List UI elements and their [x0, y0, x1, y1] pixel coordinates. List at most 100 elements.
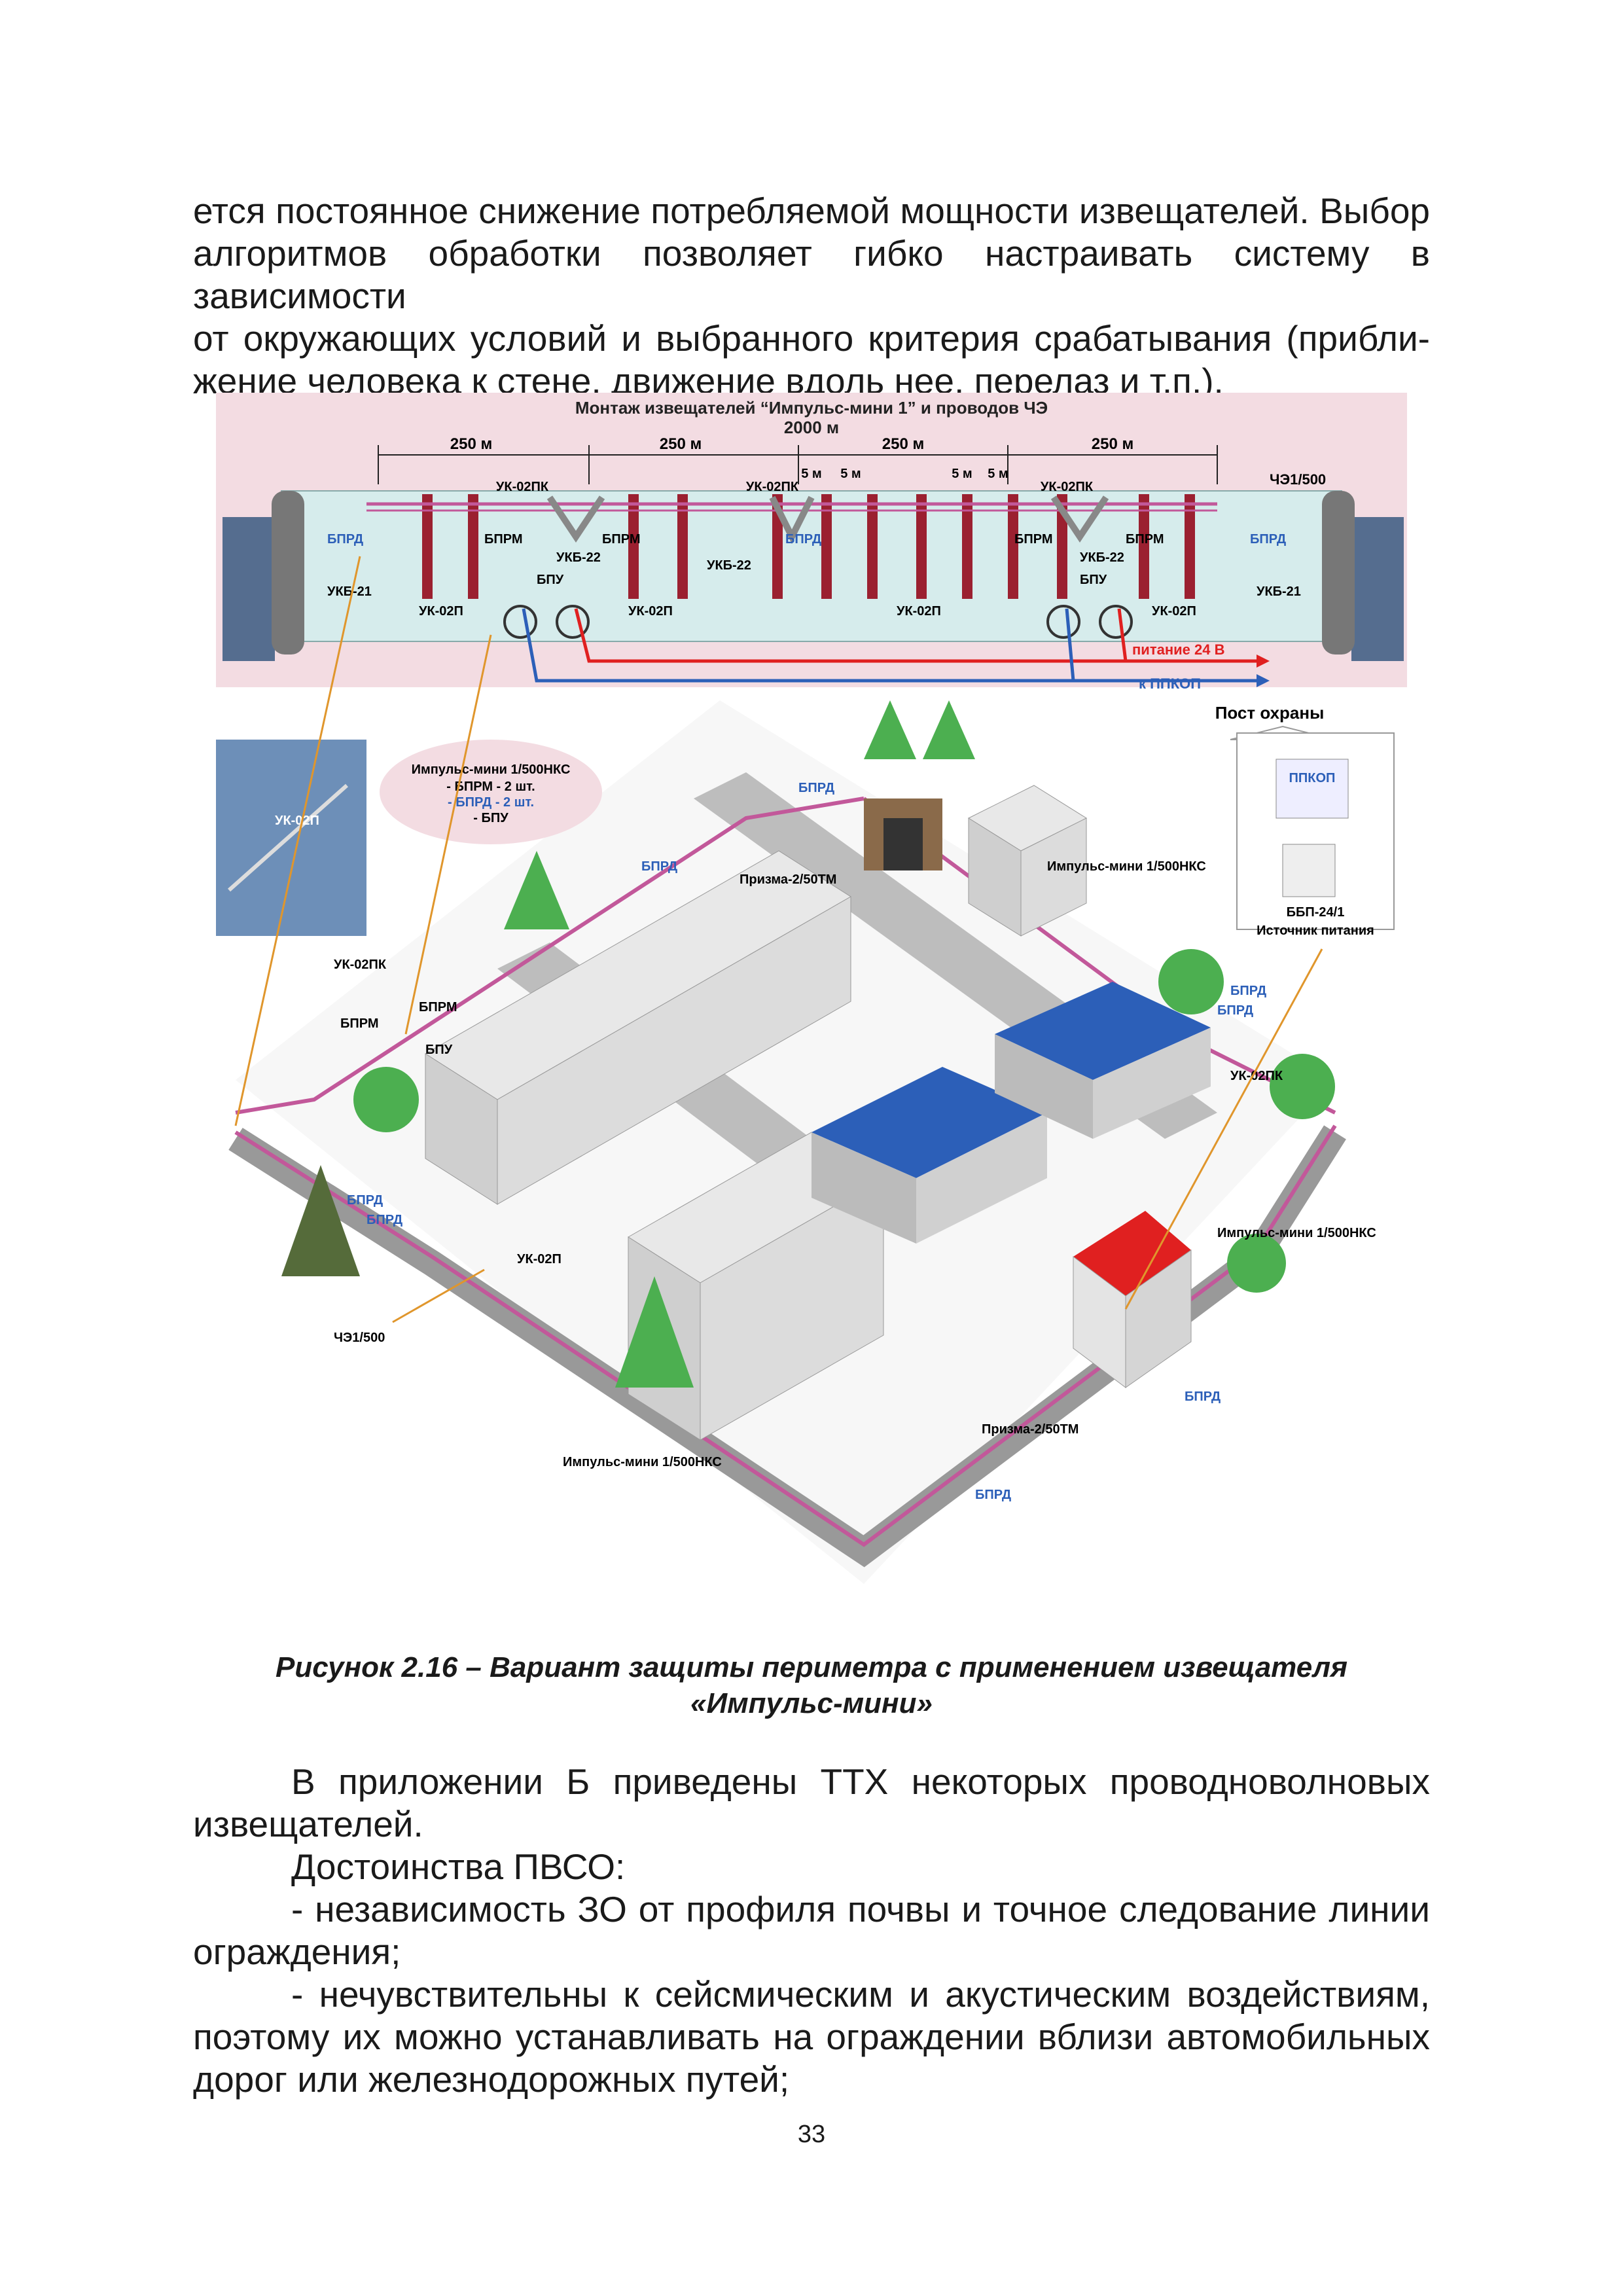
prizma-label: Призма-2/50ТМ	[982, 1422, 1079, 1437]
uk02pk-label: УК-02ПК	[1230, 1069, 1283, 1083]
text-line: от окружающих условий и выбранного крите…	[193, 318, 1430, 359]
bprm-label: БПРМ	[1126, 532, 1164, 547]
bprd-label: БПРД	[641, 859, 677, 874]
uk02p-label: УК-02П	[628, 604, 673, 619]
ppkop-link-label: к ППКОП	[1139, 675, 1201, 692]
spacing-label: 5 м	[840, 467, 861, 481]
kit-item: - БПРМ - 2 шт.	[446, 780, 535, 794]
ppkop-label: ППКОП	[1289, 771, 1336, 785]
bprd-label: БПРД	[1217, 1003, 1253, 1018]
segment-label: 250 м	[660, 435, 702, 453]
kit-title: Импульс-мини 1/500НКС	[412, 762, 571, 777]
spacing-label: 5 м	[988, 467, 1008, 481]
text-line: ется постоянное снижение потребляемой мо…	[193, 190, 1430, 231]
uk02pk-label: УК-02ПК	[334, 958, 387, 972]
power-label: питание 24 В	[1132, 641, 1224, 658]
kit-item: - БПУ	[473, 811, 508, 825]
bprm-label: БПРМ	[484, 532, 523, 547]
bbp-label: ББП-24/1	[1287, 905, 1345, 920]
guard-hut	[864, 798, 942, 870]
warehouse-blue	[812, 1067, 1047, 1244]
uk02p-label: УК-02П	[897, 604, 941, 619]
text-line: дорог или железнодорожных путей;	[193, 2059, 790, 2100]
perimeter-diagram: Монтаж извещателей “Импульс-мини 1” и пр…	[216, 393, 1407, 1584]
gate-left	[223, 491, 304, 661]
figure-caption: Рисунок 2.16 – Вариант защиты периметра …	[193, 1649, 1430, 1721]
text-line: алгоритмов обработки позволяет гибко нас…	[193, 233, 1430, 316]
spacing-label: 5 м	[801, 467, 821, 481]
segment-label: 250 м	[1092, 435, 1133, 453]
gate-right	[1322, 491, 1404, 661]
text-line: ограждения;	[193, 1931, 401, 1972]
perimeter-figure: Монтаж извещателей “Импульс-мини 1” и пр…	[209, 393, 1414, 1623]
pointer-lines	[234, 556, 1323, 1323]
tree-dark	[281, 1165, 360, 1276]
impuls-label: Импульс-мини 1/500НКС	[563, 1455, 722, 1469]
text-line: извещателей.	[193, 1804, 423, 1844]
bprd-label: БПРД	[347, 1193, 383, 1208]
panel-title: Монтаж извещателей “Импульс-мини 1” и пр…	[575, 398, 1048, 418]
text-line: В приложении Б приведены ТТХ некоторых п…	[291, 1761, 1430, 1802]
impuls-label: Импульс-мини 1/500НКС	[1047, 859, 1206, 874]
uk02pk-label: УК-02ПК	[746, 480, 799, 494]
uk02p-label: УК-02П	[275, 814, 319, 828]
uk02pk-label: УК-02ПК	[496, 480, 549, 494]
fence-backdrop	[281, 490, 1342, 642]
ukb22-label: УКБ-22	[707, 558, 751, 573]
guard-post-label: Пост охраны	[1215, 703, 1325, 723]
kit-item: - БПРД - 2 шт.	[448, 795, 534, 810]
bprm-label: БПРМ	[602, 532, 641, 547]
bprd-label: БПРД	[327, 532, 363, 547]
bpu-label: БПУ	[537, 573, 564, 587]
bprd-label: БПРД	[798, 781, 834, 795]
bpu-label: БПУ	[1080, 573, 1107, 587]
segment-label: 250 м	[450, 435, 492, 453]
uk02pk-label: УК-02ПК	[1041, 480, 1094, 494]
body-paragraphs: В приложении Б приведены ТТХ некоторых п…	[193, 1761, 1430, 2101]
page-number: 33	[797, 2121, 826, 2148]
uk02p-label: УК-02П	[517, 1252, 562, 1266]
text-line: - нечувствительны к сейсмическим и акуст…	[291, 1974, 1430, 2015]
ukb22-label: УКБ-22	[1080, 550, 1124, 565]
uk02p-label: УК-02П	[419, 604, 463, 619]
perimeter-wall	[228, 1125, 1346, 1568]
sensor-wire	[234, 1124, 1337, 1547]
power-unit	[1282, 844, 1336, 897]
trees	[353, 700, 1335, 1388]
caption-line: Рисунок 2.16 – Вариант защиты периметра …	[275, 1651, 1347, 1683]
bprd-label: БПРД	[1185, 1390, 1221, 1404]
power-source-label: Источник питания	[1257, 924, 1374, 938]
impuls-label: Импульс-мини 1/500НКС	[1217, 1226, 1376, 1240]
building-long-left	[425, 850, 851, 1205]
bprm-label: БПРМ	[419, 1000, 457, 1014]
text-line: Достоинства ПВСО:	[291, 1846, 626, 1887]
che1-label: ЧЭ1/500	[334, 1331, 385, 1345]
text-line: поэтому их можно устанавливать на огражд…	[193, 2017, 1430, 2057]
photo-inset	[216, 740, 366, 936]
bprd-label: БПРД	[785, 532, 821, 547]
ppkop-device	[1275, 759, 1349, 819]
ukb22-label: УКБ-22	[556, 550, 601, 565]
bprd-label: БПРД	[1250, 532, 1286, 547]
spacing-label: 5 м	[952, 467, 972, 481]
house-red-roof	[1073, 1211, 1192, 1388]
building-top	[967, 785, 1088, 937]
top-paragraph: ется постоянное снижение потребляемой мо…	[193, 190, 1430, 403]
bprd-label: БПРД	[1230, 984, 1266, 998]
text-line: - независимость ЗО от профиля почвы и то…	[291, 1889, 1430, 1929]
caption-line: «Импульс-мини»	[690, 1687, 933, 1719]
bprd-label: БПРД	[366, 1213, 402, 1227]
segment-label: 250 м	[882, 435, 924, 453]
bpu-label: БПУ	[425, 1043, 453, 1057]
bprm-label: БПРМ	[340, 1016, 379, 1031]
warehouse-blue	[995, 982, 1211, 1139]
kit-bubble	[380, 740, 602, 844]
che1-label: ЧЭ1/500	[1270, 471, 1326, 488]
sensor-wire	[235, 797, 865, 1115]
total-length: 2000 м	[784, 418, 839, 437]
bprm-label: БПРМ	[1014, 532, 1053, 547]
prizma-label: Призма-2/50ТМ	[740, 872, 836, 887]
ukb21-label: УКБ-21	[1257, 584, 1301, 599]
ukb21-label: УКБ-21	[327, 584, 372, 599]
bprd-label: БПРД	[975, 1488, 1011, 1502]
